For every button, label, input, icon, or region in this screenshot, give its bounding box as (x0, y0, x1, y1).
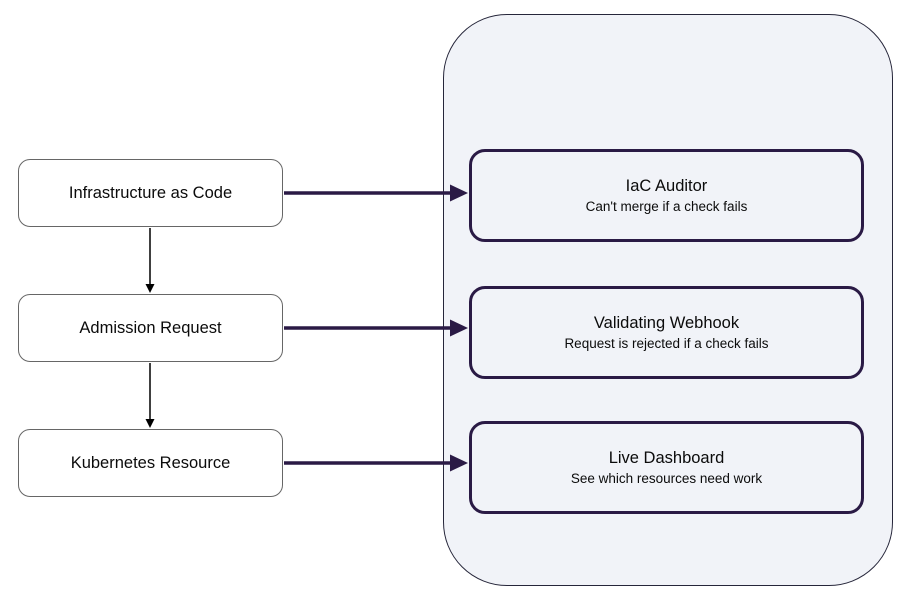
arrow-admission-to-resource (145, 363, 155, 428)
node-subtitle: Can't merge if a check fails (585, 198, 748, 214)
node-validating-webhook: Validating Webhook Request is rejected i… (469, 286, 864, 379)
node-label: Kubernetes Resource (70, 453, 231, 472)
node-title: Validating Webhook (593, 313, 740, 332)
node-label: Infrastructure as Code (68, 183, 233, 202)
node-subtitle: Request is rejected if a check fails (564, 335, 769, 351)
outcomes-panel: IaC Auditor Can't merge if a check fails… (443, 14, 893, 586)
arrow-admission-to-webhook (284, 319, 468, 337)
arrow-iac-to-admission (145, 228, 155, 293)
node-subtitle: See which resources need work (570, 470, 763, 486)
arrow-resource-to-dashboard (284, 454, 468, 472)
arrow-iac-to-auditor (284, 184, 468, 202)
node-title: IaC Auditor (625, 176, 708, 195)
node-admission-request: Admission Request (18, 294, 283, 362)
node-kubernetes-resource: Kubernetes Resource (18, 429, 283, 497)
node-title: Live Dashboard (608, 448, 725, 467)
node-live-dashboard: Live Dashboard See which resources need … (469, 421, 864, 514)
node-label: Admission Request (79, 318, 222, 337)
node-iac-auditor: IaC Auditor Can't merge if a check fails (469, 149, 864, 242)
node-infrastructure-as-code: Infrastructure as Code (18, 159, 283, 227)
